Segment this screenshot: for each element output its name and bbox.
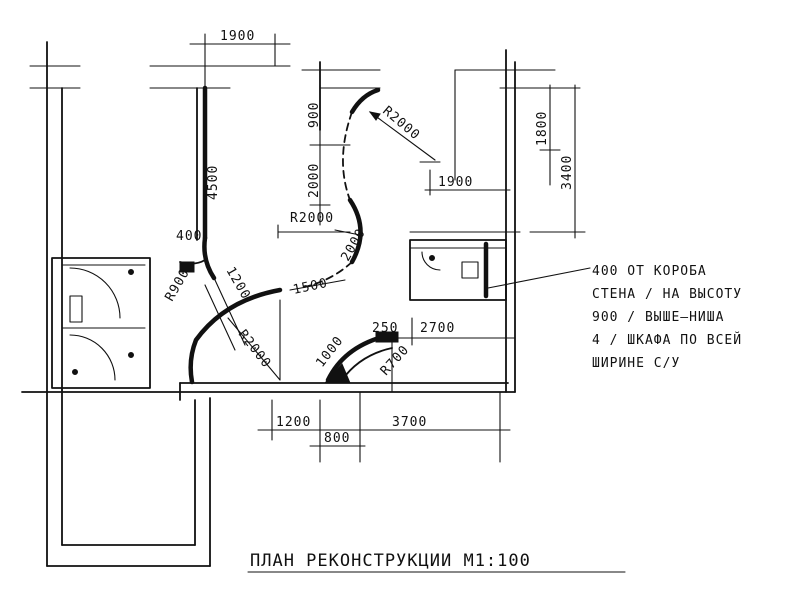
- dim-label-top-1900: 1900: [220, 29, 255, 44]
- bath-dot-1: [128, 269, 134, 275]
- dim-label-2700: 2700: [420, 321, 455, 336]
- dim-label-4500: 4500: [206, 165, 221, 200]
- top-curve-solid: [349, 87, 381, 115]
- dim-label-400: 400: [176, 229, 202, 244]
- dim-label-250: 250: [372, 321, 398, 336]
- diag-guide-2: [204, 284, 236, 351]
- dim-label-1500: 1500: [292, 276, 330, 298]
- annotation-note: 400 ОТ КОРОБА СТЕНА / НА ВЫСОТУ 900 / ВЫ…: [592, 264, 742, 371]
- note-line-5: ШИРИНЕ С/У: [592, 356, 680, 371]
- plan-title: ПЛАН РЕКОНСТРУКЦИИ М1:100: [250, 551, 531, 571]
- dim-2000-curve-line: [334, 229, 361, 236]
- note-line-4: 4 / ШКАФА ПО ВСЕЙ: [592, 332, 742, 348]
- bath-door-arc-2: [69, 334, 116, 381]
- right-bath-arc: [421, 251, 441, 271]
- dim-label-bottom-1200: 1200: [276, 415, 311, 430]
- bottom-arc-block: [375, 331, 399, 343]
- mid-curve-solid: [347, 197, 363, 265]
- bath-dot-3: [128, 352, 134, 358]
- dim-label-1900-right: 1900: [438, 175, 473, 190]
- diag-guide-1: [214, 279, 246, 346]
- right-bath-dot: [429, 255, 435, 261]
- note-line-2: СТЕНА / НА ВЫСОТУ: [592, 287, 742, 302]
- right-bathroom: [409, 239, 507, 301]
- bath-fixture: [69, 295, 83, 323]
- bath-door-arc-1: [69, 267, 121, 319]
- walls: [21, 41, 581, 567]
- bottom-arc-inner: [341, 347, 393, 381]
- dim-label-3400: 3400: [560, 155, 575, 190]
- dim-label-r900: R900: [162, 266, 193, 304]
- r2000-top-line: [369, 111, 436, 161]
- note-line-3: 900 / ВЫШЕ–НИША: [592, 310, 724, 325]
- dim-label-2000-left: 2000: [307, 163, 322, 198]
- dimension-lines: [149, 33, 591, 463]
- dim-label-1200-diag: 1200: [223, 265, 254, 303]
- left-bathroom: [51, 257, 151, 389]
- junction-block: [179, 261, 195, 273]
- dim-label-bottom-800: 800: [324, 431, 350, 446]
- r2000-bottom-line: [227, 317, 281, 381]
- r2000-top-arrow: [368, 111, 381, 121]
- dim-1500-line: [289, 279, 346, 291]
- dim-label-r700: R700: [378, 342, 413, 378]
- dim-label-r2000-bottom: R2000: [235, 327, 274, 371]
- note-line-1: 400 ОТ КОРОБА: [592, 264, 707, 279]
- dim-label-r2000-mid: R2000: [290, 211, 334, 226]
- dim-label-900: 900: [307, 102, 322, 128]
- bath-dot-2: [72, 369, 78, 375]
- dim-label-bottom-3700: 3700: [392, 415, 427, 430]
- note-leader-line: [487, 267, 591, 289]
- dim-label-1800: 1800: [535, 111, 550, 146]
- lower-arc-solid: [188, 287, 283, 385]
- curved-partitions: [179, 87, 436, 393]
- top-curve-dashed: [342, 111, 353, 201]
- junction-curve: [202, 235, 217, 281]
- right-bath-sink: [461, 261, 479, 279]
